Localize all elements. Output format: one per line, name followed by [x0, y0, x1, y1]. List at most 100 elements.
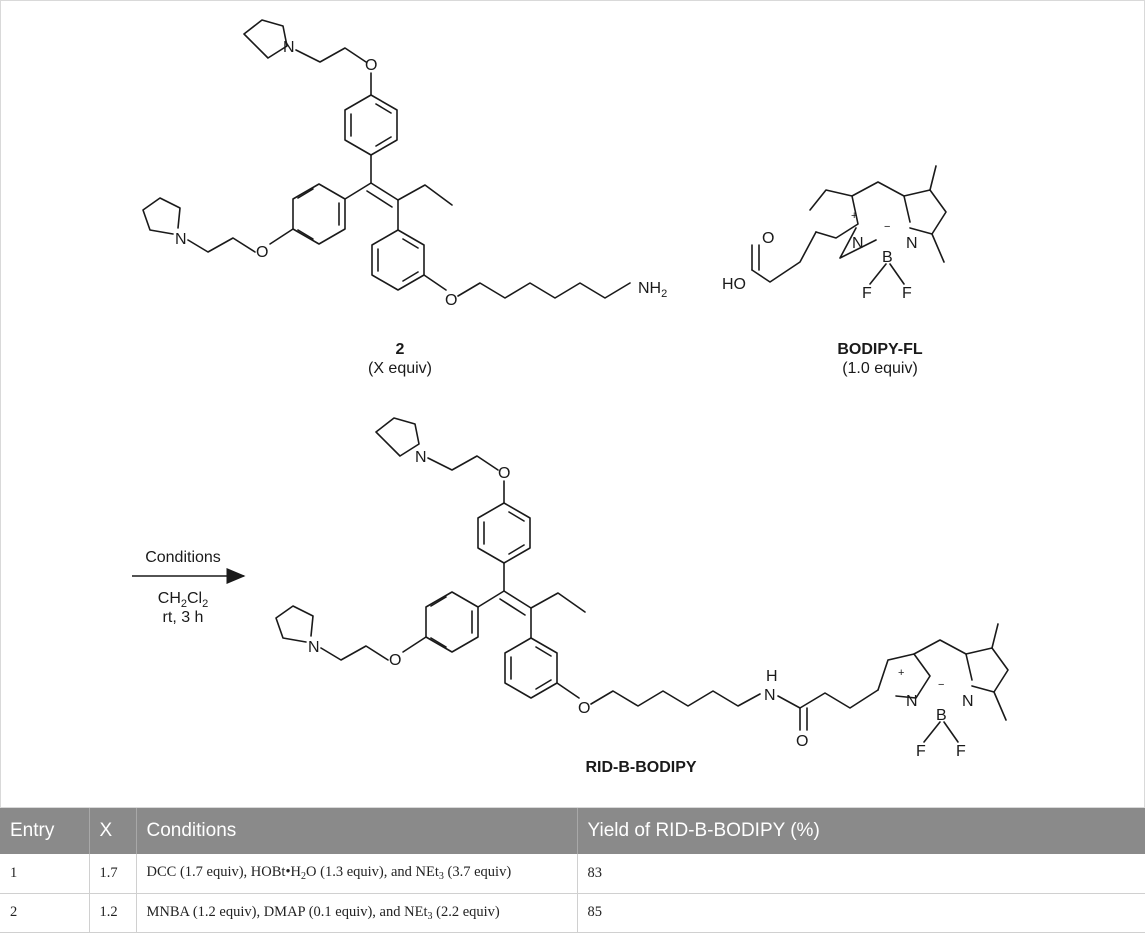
scheme-drawing: N O O N O: [132, 19, 1009, 776]
table-row: 1 1.7 DCC (1.7 equiv), HOBt•H2O (1.3 equ…: [0, 854, 1145, 894]
cell-entry: 2: [0, 893, 90, 933]
p-minus-charge: −: [938, 679, 944, 691]
p-bodipy-methyls: [991, 623, 1007, 721]
p-pyrrolidine-left: [275, 605, 314, 643]
p-phenyl-left-double: [430, 596, 473, 648]
p-o-carbonyl: O: [796, 733, 808, 750]
phenyl-ring-lower: [371, 229, 425, 291]
n-atom-left: N: [175, 231, 187, 248]
b-atom: B: [882, 249, 893, 266]
cell-yield: 85: [577, 893, 1145, 933]
o-atom-lower: O: [445, 292, 457, 309]
alkene-bond-double: [366, 190, 393, 208]
compound-2-equiv: (X equiv): [368, 360, 432, 377]
alkene-bond: [370, 182, 399, 201]
reaction-scheme: N O O N O: [0, 0, 1145, 808]
p-alkene-aryl-left: [477, 590, 505, 608]
p-n-atom-top: N: [415, 449, 427, 466]
compound-2-structure: N O O N O: [142, 19, 667, 309]
header-entry: Entry: [0, 808, 90, 854]
f-atom-right: F: [902, 285, 912, 302]
bf-bonds: [869, 263, 905, 285]
n-plus-atom: N: [852, 235, 864, 252]
plus-charge: +: [851, 210, 857, 222]
cell-conditions: MNBA (1.2 equiv), DMAP (0.1 equiv), and …: [136, 893, 578, 933]
cell-conditions: DCC (1.7 equiv), HOBt•H2O (1.3 equiv), a…: [136, 854, 578, 894]
p-o-aryl-left: [402, 636, 427, 653]
scheme-border: [0, 0, 1145, 808]
o-aryl-bond-lower: [423, 274, 447, 291]
phenyl-ring-top-double: [350, 103, 392, 147]
product-structure: N O O N O N H: [275, 417, 1009, 760]
bodipy-fl-structure: N N B + − F F O HO: [722, 165, 947, 302]
pyrrolidine-ring-left: [142, 197, 181, 235]
o-carbonyl: O: [762, 230, 774, 247]
p-o-atom-lower: O: [578, 700, 590, 717]
p-f-atom-right: F: [956, 743, 966, 760]
ethoxy-chain-top: [295, 47, 367, 63]
bodipy-left-pyrrole: [809, 189, 859, 239]
p-phenyl-top-double: [483, 511, 525, 555]
p-n-amide: N: [764, 687, 776, 704]
p-ethoxy-top: [427, 455, 499, 471]
header-x: X: [89, 808, 137, 854]
p-o-aryl-lower: [556, 682, 580, 699]
p-phenyl-lower: [504, 637, 558, 699]
table-header-row: Entry X Conditions Yield of RID-B-BODIPY…: [0, 808, 1145, 854]
phenyl-ring-lower-double: [377, 238, 419, 282]
results-table: Entry X Conditions Yield of RID-B-BODIPY…: [0, 808, 1145, 933]
bodipy-meso: [851, 181, 911, 223]
n-atom-right: N: [906, 235, 918, 252]
alkene-aryl-left: [344, 182, 372, 200]
p-ethyl: [530, 592, 586, 613]
bodipy-left-ring-a: [839, 227, 877, 259]
p-hexyl-chain: [590, 690, 761, 707]
bodipy-methyls: [929, 165, 945, 263]
pyrrolidine-ring-top: [243, 19, 288, 59]
minus-charge: −: [884, 221, 890, 233]
arrow-conditions-label: Conditions: [145, 549, 221, 566]
ho-group: HO: [722, 276, 746, 293]
product-label: RID-B-BODIPY: [585, 759, 696, 776]
cell-x: 1.2: [89, 893, 137, 933]
bodipy-label: BODIPY-FL: [837, 341, 923, 358]
table-row: 2 1.2 MNBA (1.2 equiv), DMAP (0.1 equiv)…: [0, 893, 1145, 933]
p-bodipy-right-pyrrole: [965, 647, 1009, 693]
o-atom-top: O: [365, 57, 377, 74]
p-n-atom-right: N: [962, 693, 974, 710]
phenyl-ring-left-double: [297, 188, 340, 240]
compound-2-label: 2: [396, 341, 405, 358]
header-conditions: Conditions: [136, 808, 578, 854]
bodipy-right-pyrrole: [903, 189, 947, 235]
p-n-plus-atom: N: [906, 693, 918, 710]
hexyl-chain: [457, 282, 631, 299]
p-alkene-double: [499, 598, 526, 616]
cell-x: 1.7: [89, 854, 137, 894]
p-bf-bonds: [923, 721, 959, 743]
propanoic-chain: [751, 231, 817, 283]
cell-yield: 83: [577, 854, 1145, 894]
n-atom-top: N: [283, 39, 295, 56]
p-ethoxy-left: [320, 645, 389, 661]
header-yield: Yield of RID-B-BODIPY (%): [587, 820, 820, 841]
nh2-group: NH2: [638, 280, 667, 300]
o-atom-left: O: [256, 244, 268, 261]
p-alkene: [503, 590, 532, 609]
p-o-atom-top: O: [498, 465, 510, 482]
p-bodipy-meso: [913, 639, 973, 681]
ethyl-group: [397, 184, 453, 206]
p-phenyl-lower-double: [510, 646, 552, 690]
p-pyrrolidine-top: [375, 417, 420, 457]
f-atom-left: F: [862, 285, 872, 302]
bodipy-equiv: (1.0 equiv): [842, 360, 918, 377]
ethoxy-chain-left: [187, 237, 256, 253]
p-h-amide: H: [766, 668, 778, 685]
p-b-atom: B: [936, 707, 947, 724]
p-plus-charge: +: [898, 667, 904, 679]
cell-entry: 1: [0, 854, 90, 894]
p-bodipy-left-pyrrole: [877, 653, 931, 699]
solvent-label: CH2Cl2: [158, 590, 208, 610]
o-aryl-bond-left: [269, 228, 294, 245]
p-o-atom-left: O: [389, 652, 401, 669]
temp-time-label: rt, 3 h: [163, 609, 204, 626]
